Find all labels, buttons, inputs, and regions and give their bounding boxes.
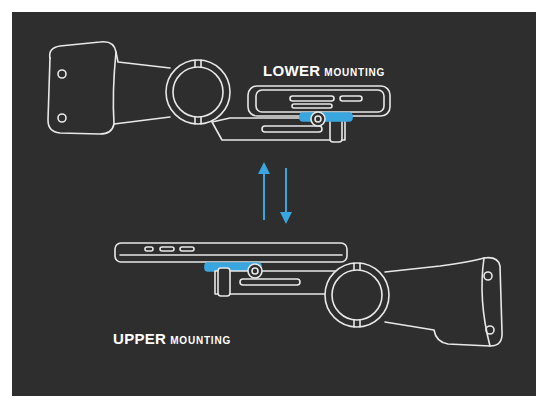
- pivot-bottom: [248, 264, 262, 278]
- mounting-label: MOUNTING: [170, 335, 231, 346]
- position-label: UPPER: [113, 330, 166, 347]
- pivot-top: [311, 112, 325, 126]
- position-label: LOWER: [263, 62, 320, 79]
- mounting-label: MOUNTING: [324, 67, 385, 78]
- swap-arrows: [258, 162, 292, 224]
- blue-mount-top: [300, 113, 352, 121]
- background-panel: [12, 12, 536, 396]
- mounting-caption: LOWER MOUNTING: [263, 62, 385, 79]
- stem-bottom: [325, 258, 502, 346]
- stem-top: [48, 42, 230, 134]
- pivot-top-center: [315, 116, 321, 122]
- mounting-caption: UPPER MOUNTING: [113, 330, 231, 347]
- phone-bottom: [115, 243, 347, 262]
- pivot-bottom-center: [252, 268, 258, 274]
